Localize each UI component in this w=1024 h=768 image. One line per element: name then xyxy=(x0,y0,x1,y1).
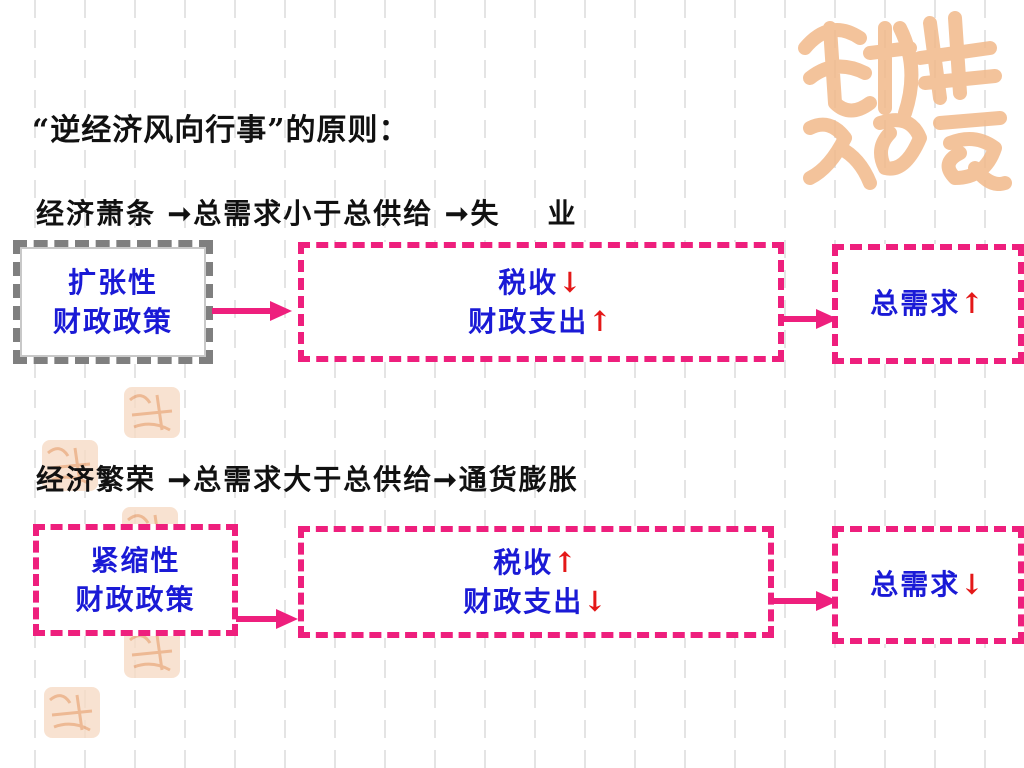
section1-relation: 总需求小于总供给 xyxy=(193,197,434,230)
tax-label: 税收 xyxy=(493,545,554,579)
aggregate-demand-label: 总需求 xyxy=(870,287,961,321)
section2-chain: 经济繁荣 ➞总需求大于总供给➞通货膨胀 xyxy=(36,458,579,498)
contractionary-policy-box: 紧缩性 财政政策 xyxy=(33,524,238,636)
seal-small-icon xyxy=(124,387,180,438)
down-arrow-icon: ↓ xyxy=(960,568,986,602)
expansionary-policy-box: 扩张性 财政政策 xyxy=(13,240,213,364)
policy-name-label: 财政政策 xyxy=(75,583,196,616)
connector-arrow xyxy=(236,609,298,629)
section1-outcome-part1: 失 xyxy=(470,197,501,230)
connector-arrow xyxy=(782,309,838,329)
slide-title: “逆经济风向行事”的原则： xyxy=(32,113,410,148)
seal-decoration xyxy=(798,11,1012,191)
arrow-icon: ➞ xyxy=(167,463,194,496)
seal-small-icon xyxy=(44,687,100,738)
section1-chain: 经济萧条 ➞总需求小于总供给 ➞失 业 xyxy=(36,192,578,232)
aggregate-demand-label: 总需求 xyxy=(870,568,961,602)
aggregate-demand-box: 总需求↓ xyxy=(832,526,1024,644)
aggregate-demand-box: 总需求↑ xyxy=(832,244,1024,364)
seal-small-icon xyxy=(42,440,98,491)
down-arrow-icon: ↓ xyxy=(583,585,609,618)
policy-type-label: 扩张性 xyxy=(67,265,158,299)
connector-arrow xyxy=(772,591,838,611)
section1-outcome-part2: 业 xyxy=(547,197,578,230)
section2-condition: 经济繁荣 xyxy=(36,463,157,496)
spending-label: 财政支出 xyxy=(463,585,584,618)
arrow-icon: ➞ xyxy=(433,463,459,496)
measures-box: 税收↑ 财政支出↓ xyxy=(298,526,774,638)
section1-condition: 经济萧条 xyxy=(36,197,157,230)
section2-outcome: 通货膨胀 xyxy=(458,463,579,496)
measures-box: 税收↓ 财政支出↑ xyxy=(298,242,784,362)
section2-relation: 总需求大于总供给 xyxy=(193,463,434,496)
policy-name-label: 财政政策 xyxy=(52,305,173,338)
policy-type-label: 紧缩性 xyxy=(90,543,181,577)
spending-label: 财政支出 xyxy=(468,305,589,338)
up-arrow-icon: ↑ xyxy=(960,287,986,321)
connector-arrow xyxy=(212,301,292,321)
down-arrow-icon: ↓ xyxy=(558,265,584,299)
arrow-icon: ➞ xyxy=(445,197,471,230)
up-arrow-icon: ↑ xyxy=(553,545,579,579)
arrow-icon: ➞ xyxy=(167,197,194,230)
up-arrow-icon: ↑ xyxy=(588,305,614,338)
tax-label: 税收 xyxy=(498,265,559,299)
